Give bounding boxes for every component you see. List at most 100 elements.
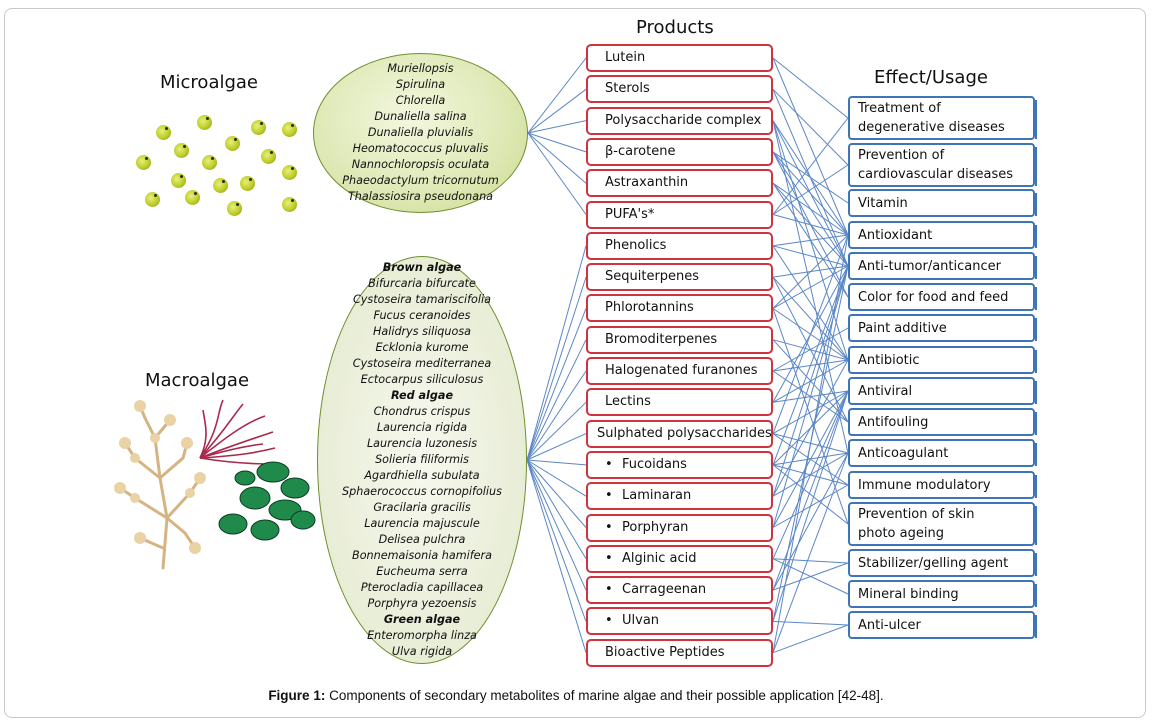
micro-product-connector: [527, 57, 587, 134]
product-effect-connector: [772, 234, 849, 247]
micro-product-connector: [527, 132, 587, 153]
figure-caption: Figure 1: Components of secondary metabo…: [0, 688, 1152, 703]
product-effect-connector: [772, 88, 849, 166]
product-effect-connector: [772, 214, 849, 236]
product-label: PUFA's*: [605, 206, 655, 222]
product-label: Sterols: [605, 81, 650, 97]
effect-label: Color for food and feed: [858, 289, 1009, 305]
product-label: Phlorotannins: [605, 300, 694, 316]
species-name: Pterocladia capillacea: [360, 581, 484, 594]
product-label: Bromoditerpenes: [605, 331, 718, 347]
effect-label: Prevention of skin photo ageing: [858, 507, 975, 541]
product-effect-connector: [772, 182, 849, 236]
species-name: Ulva rigida: [391, 645, 453, 658]
macro-product-connector: [526, 459, 587, 497]
product-box: Lutein: [586, 44, 773, 72]
product-label: β-carotene: [605, 143, 676, 159]
bullet: •: [605, 582, 613, 598]
product-effect-connector: [772, 117, 849, 215]
product-effect-connector: [772, 234, 849, 309]
product-effect-connector: [772, 390, 849, 591]
product-box: Astraxanthin: [586, 169, 773, 198]
macro-product-connector: [526, 459, 587, 622]
product-effect-connector: [772, 452, 849, 591]
effect-box: Immune modulatory: [848, 471, 1037, 499]
effect-label: Anticoagulant: [858, 445, 949, 461]
product-box: Bromoditerpenes: [586, 325, 773, 354]
macro-product-connector: [526, 401, 587, 461]
product-box: Sequiterpenes: [586, 263, 773, 292]
macro-product-connector: [526, 459, 587, 528]
product-effect-connector: [772, 390, 849, 560]
product-effect-connector: [772, 57, 849, 236]
product-effect-connector: [772, 624, 849, 654]
macroalgae-illustration: [114, 399, 316, 570]
macro-product-connector: [526, 459, 587, 560]
product-box: Polysaccharide complex: [586, 106, 773, 135]
species-name: Agardhiella subulata: [364, 469, 480, 482]
effect-box: Antiviral: [848, 377, 1037, 405]
product-label: Lectins: [605, 394, 651, 410]
species-group-heading: Red algae: [390, 389, 454, 402]
species-group-heading: Green algae: [383, 613, 461, 626]
species-name: Bonnemaisonia hamifera: [352, 549, 492, 562]
species-name: Chondrus crispus: [373, 405, 471, 418]
product-box: Sulphated polysaccharides: [586, 419, 773, 448]
effect-box: Antibiotic: [848, 346, 1037, 374]
species-name: Bifurcaria bifurcate: [368, 277, 476, 290]
species-name: Ectocarpus siliculosus: [360, 373, 484, 386]
product-effect-connector: [772, 558, 849, 564]
product-effect-connector: [772, 164, 849, 215]
effect-box: Paint additive: [848, 314, 1037, 342]
species-name: Spirulina: [395, 78, 446, 91]
macro-product-connector: [526, 308, 587, 461]
products-heading: Products: [636, 17, 714, 38]
species-name: Laurencia majuscule: [364, 517, 480, 530]
product-effect-connector: [772, 620, 849, 626]
product-effect-connector: [772, 151, 849, 204]
species-name: Laurencia rigida: [376, 421, 468, 434]
product-effect-connector: [772, 245, 849, 267]
effect-box: Antioxidant: [848, 221, 1037, 249]
species-name: Delisea pulchra: [378, 533, 466, 546]
effects-heading: Effect/Usage: [874, 67, 988, 88]
product-box: Bioactive Peptides: [586, 638, 773, 667]
species-name: Chlorella: [395, 94, 446, 107]
effect-label: Antibiotic: [858, 352, 920, 368]
bullet: •: [605, 613, 613, 629]
product-effect-connector: [772, 234, 849, 434]
product-label: Halogenated furanones: [605, 363, 758, 378]
product-label: Alginic acid: [622, 550, 697, 566]
product-box: Halogenated furanones: [586, 357, 773, 385]
product-label: Porphyran: [622, 519, 689, 535]
product-box: Phenolics: [586, 231, 773, 260]
effect-label: Stabilizer/gelling agent: [858, 555, 1009, 571]
micro-product-connector: [527, 120, 587, 134]
product-label: Sulphated polysaccharides: [597, 425, 772, 441]
species-name: Thalassiosira pseudonana: [347, 190, 494, 203]
product-effect-connector: [772, 245, 849, 361]
effect-box: Anti-tumor/anticancer: [848, 252, 1037, 280]
species-name: Dunaliella salina: [374, 110, 467, 123]
species-name: Fucus ceranoides: [373, 309, 471, 322]
product-box: •Porphyran: [586, 513, 773, 542]
macro-product-connector: [526, 276, 587, 461]
micro-product-connector: [527, 132, 587, 184]
product-effect-connector: [772, 265, 849, 309]
species-name: Dunaliella pluvialis: [367, 126, 474, 139]
product-effect-connector: [772, 390, 849, 435]
effect-label: Immune modulatory: [858, 477, 991, 493]
effect-box: Vitamin: [848, 189, 1037, 217]
product-effect-connector: [772, 57, 849, 119]
effect-box: Prevention of cardiovascular diseases: [848, 143, 1037, 187]
species-group-heading: Brown algae: [382, 261, 462, 274]
effect-label: Anti-ulcer: [858, 617, 921, 633]
effect-box: Anti-ulcer: [848, 611, 1037, 639]
product-box: Sterols: [586, 75, 773, 104]
species-name: Muriellopsis: [387, 62, 454, 75]
caption-text: Components of secondary metabolites of m…: [325, 688, 884, 703]
product-effect-connector: [772, 265, 849, 528]
